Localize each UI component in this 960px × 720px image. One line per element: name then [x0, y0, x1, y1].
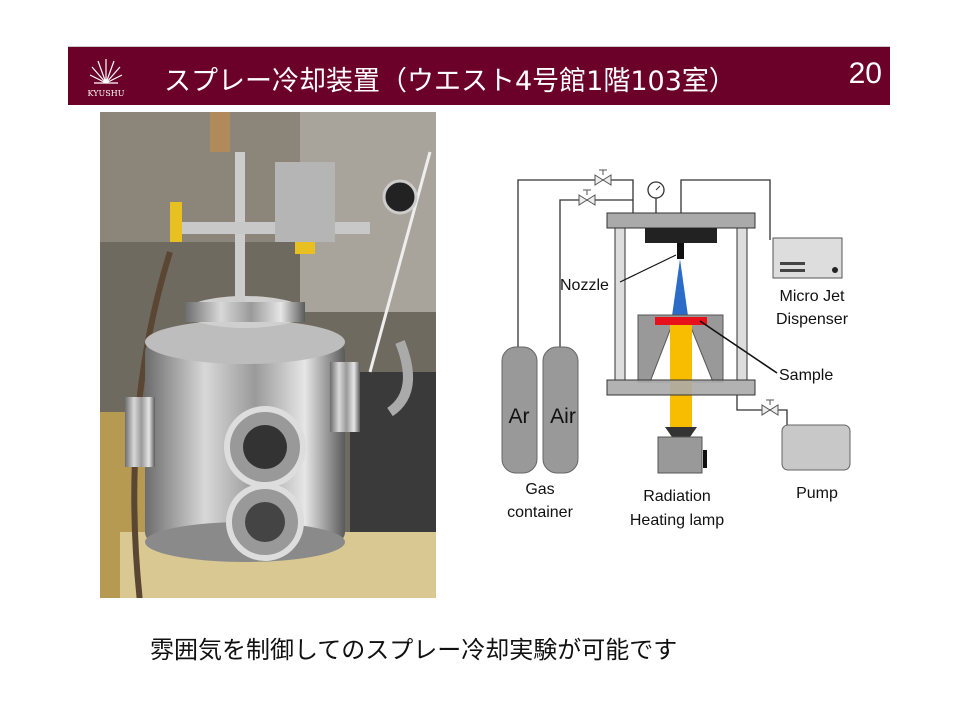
air-label: Air — [550, 405, 576, 428]
sample-holder — [637, 314, 724, 383]
top-plate — [606, 212, 756, 229]
lamp-label-1: Radiation — [643, 488, 711, 505]
page-number: 20 — [848, 57, 882, 90]
nozzle-holder — [645, 228, 717, 243]
slide-caption: 雰囲気を制御してのスプレー冷却実験が可能です — [150, 636, 678, 664]
bottom-plate — [606, 379, 756, 396]
gas-label-1: Gas — [525, 481, 555, 498]
pump-line — [736, 395, 788, 425]
pressure-gauge-icon — [647, 181, 665, 199]
slide-title: スプレー冷却装置（ウエスト4号館1階103室） — [164, 66, 736, 97]
micro-jet-dispenser — [772, 237, 843, 279]
left-post — [614, 227, 626, 381]
lamp-reflector — [665, 427, 697, 437]
radiation-beam — [670, 325, 692, 435]
university-logo: KYUSHU — [86, 53, 126, 101]
nozzle-pointer — [619, 254, 677, 283]
nozzle-label: Nozzle — [560, 277, 609, 294]
heating-lamp — [657, 436, 703, 474]
right-post — [736, 227, 748, 381]
valve-icon — [761, 404, 779, 416]
vacuum-pump — [781, 424, 851, 471]
lamp-label-2: Heating lamp — [629, 512, 725, 529]
air-gas-line — [559, 199, 633, 347]
gas-label-2: container — [507, 504, 573, 521]
sample-label: Sample — [779, 367, 834, 384]
valve-icon — [578, 194, 596, 206]
apparatus-photo — [100, 112, 436, 598]
ar-label: Ar — [508, 405, 530, 428]
pump-label: Pump — [796, 485, 838, 502]
dispenser-label-1: Micro Jet — [779, 288, 845, 305]
ar-gas-line — [517, 179, 634, 347]
slide-header: KYUSHU スプレー冷却装置（ウエスト4号館1階103室） 20 — [68, 46, 890, 105]
sample-pointer — [699, 320, 778, 374]
crest-icon — [89, 59, 123, 84]
spray-cone — [672, 259, 688, 316]
sample — [655, 317, 707, 325]
nozzle — [677, 243, 684, 259]
valve-icon — [594, 174, 612, 186]
dispenser-label-2: Dispenser — [775, 311, 849, 328]
logo-text: KYUSHU — [87, 89, 125, 98]
dispenser-line — [680, 179, 771, 240]
